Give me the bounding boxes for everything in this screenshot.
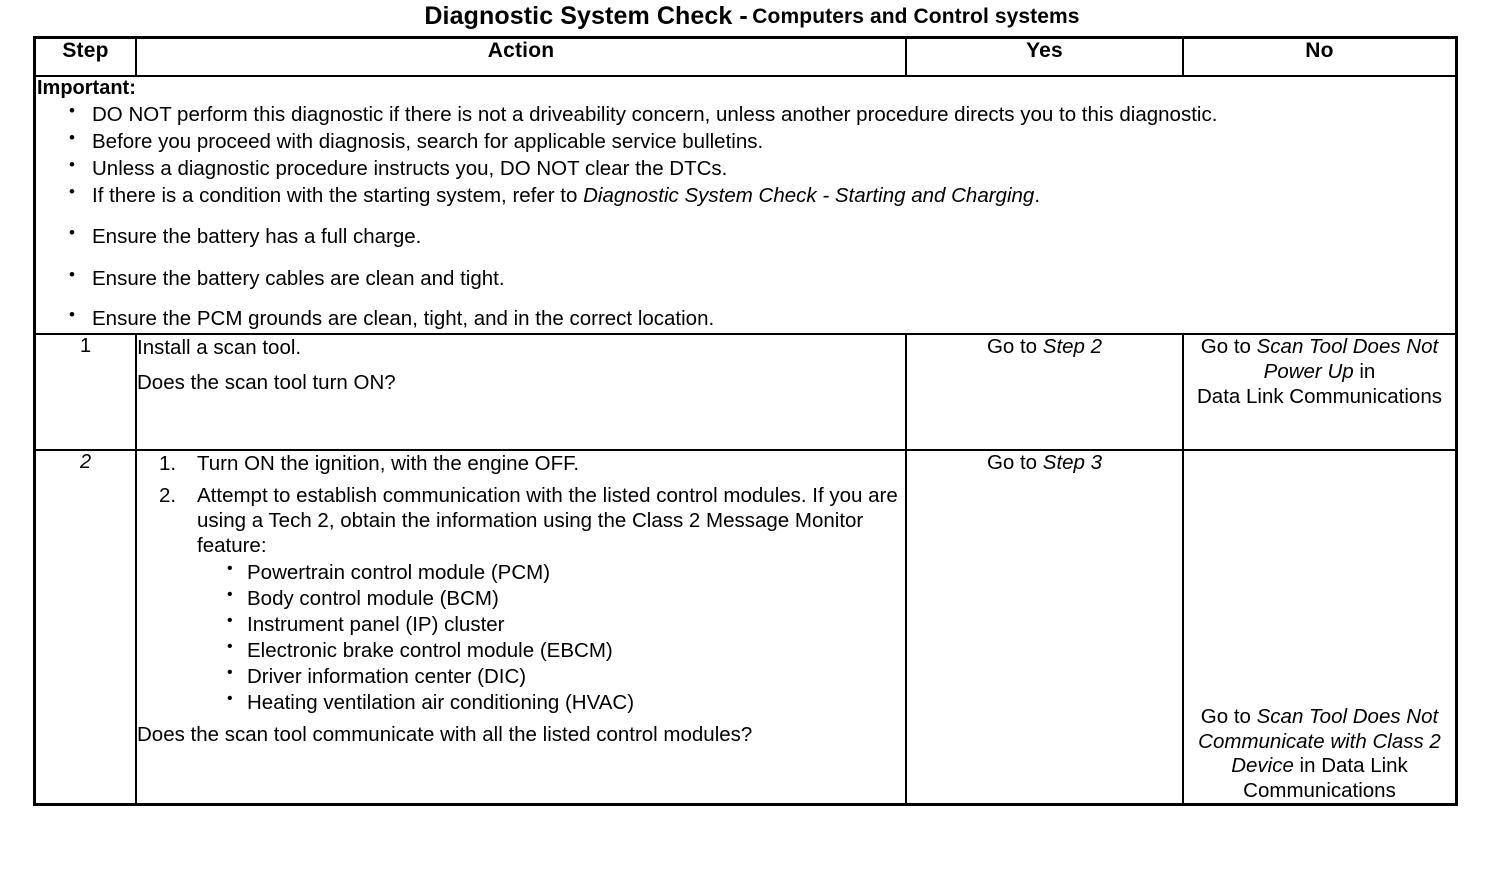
action-line-install-scan-tool: Install a scan tool. [137,336,302,360]
important-bullet-4-suffix: . [1034,184,1041,208]
no-answer-step-2: Go to Scan Tool Does Not Communicate wit… [1184,705,1455,803]
yes-answer-step-1-target: Step 2 [1042,335,1103,359]
column-header-yes: Yes [905,39,1184,77]
step-number-1: 1 [36,333,137,452]
diagnostic-table-wrapper: Step Action Yes No Important: DO NOT per… [33,36,1458,807]
yes-answer-step-1: Go to Step 2 [907,335,1182,360]
no-cell-step-2: Go to Scan Tool Does Not Communicate wit… [1182,449,1455,804]
yes-answer-step-2-target: Step 3 [1042,451,1103,475]
yes-cell-step-2: Go to Step 3 [905,449,1184,804]
important-bullet-list: DO NOT perform this diagnostic if there … [36,101,1455,331]
important-row: Important: DO NOT perform this diagnosti… [36,74,1455,336]
yes-answer-step-1-prefix: Go to [986,335,1043,359]
no-answer-step-1-mid: in [1353,359,1376,383]
column-header-no: No [1182,39,1455,77]
control-module-ip-cluster: Instrument panel (IP) cluster [225,611,905,637]
no-answer-step-2-tail: Communications [1243,778,1396,802]
important-bullet-6: Ensure the battery cables are clean and … [66,265,1455,291]
important-bullet-1: DO NOT perform this diagnostic if there … [66,101,1455,127]
control-module-pcm: Powertrain control module (PCM) [225,559,905,585]
table-row: 2 Turn ON the ignition, with the engine … [36,449,1455,804]
important-bullet-2: Before you proceed with diagnosis, searc… [66,128,1455,154]
important-bullet-4: If there is a condition with the startin… [66,182,1455,208]
yes-cell-step-1: Go to Step 2 [905,333,1184,452]
step-number-2: 2 [36,449,137,804]
table-row: 1 Install a scan tool. Does the scan too… [36,333,1455,452]
important-label: Important: [37,77,136,99]
action-numbered-item-2: Attempt to establish communication with … [159,483,905,715]
control-module-hvac: Heating ventilation air conditioning (HV… [225,689,905,715]
column-header-action: Action [135,39,907,77]
yes-answer-step-2-prefix: Go to [986,451,1043,475]
important-bullet-5: Ensure the battery has a full charge. [66,223,1455,249]
yes-answer-step-2: Go to Step 3 [907,451,1182,476]
important-bullet-4-reference: Diagnostic System Check - Starting and C… [583,184,1035,208]
table-header-row: Step Action Yes No [36,39,1455,77]
action-numbered-item-1: Turn ON the ignition, with the engine OF… [159,451,580,476]
control-module-bcm: Body control module (BCM) [225,585,905,611]
no-answer-step-1-tail: Data Link Communications [1197,384,1442,408]
action-line-question-step-1: Does the scan tool turn ON? [137,371,396,395]
no-answer-step-2-mid: in Data Link [1293,754,1408,778]
no-answer-step-1-prefix: Go to [1200,335,1257,359]
action-cell-step-1: Install a scan tool. Does the scan tool … [135,333,907,452]
page-title-sub: Computers and Control systems [752,5,1080,28]
page-title: Diagnostic System Check - Computers and … [0,2,1504,31]
page-title-main: Diagnostic System Check - [424,2,748,30]
action-numbered-item-2-text: Attempt to establish communication with … [197,484,898,558]
column-header-step: Step [36,39,137,77]
action-numbered-list-step-2: Turn ON the ignition, with the engine OF… [137,451,905,715]
no-answer-step-2-prefix: Go to [1200,705,1257,729]
control-module-dic: Driver information center (DIC) [225,663,905,689]
control-module-ebcm: Electronic brake control module (EBCM) [225,637,905,663]
action-cell-step-2: Turn ON the ignition, with the engine OF… [135,449,907,804]
action-question-step-2: Does the scan tool communicate with all … [137,723,753,747]
important-bullet-3: Unless a diagnostic procedure instructs … [66,155,1455,181]
diagnostic-table: Step Action Yes No Important: DO NOT per… [36,39,1455,804]
control-module-list: Powertrain control module (PCM) Body con… [197,559,905,715]
no-answer-step-2-target: Scan Tool Does Not Communicate with Clas… [1198,705,1441,778]
important-bullet-4-prefix: If there is a condition with the startin… [92,184,584,208]
important-bullet-7: Ensure the PCM grounds are clean, tight,… [66,305,1455,331]
no-answer-step-1-target: Scan Tool Does Not Power Up [1256,335,1439,383]
important-cell: Important: DO NOT perform this diagnosti… [36,74,1455,336]
